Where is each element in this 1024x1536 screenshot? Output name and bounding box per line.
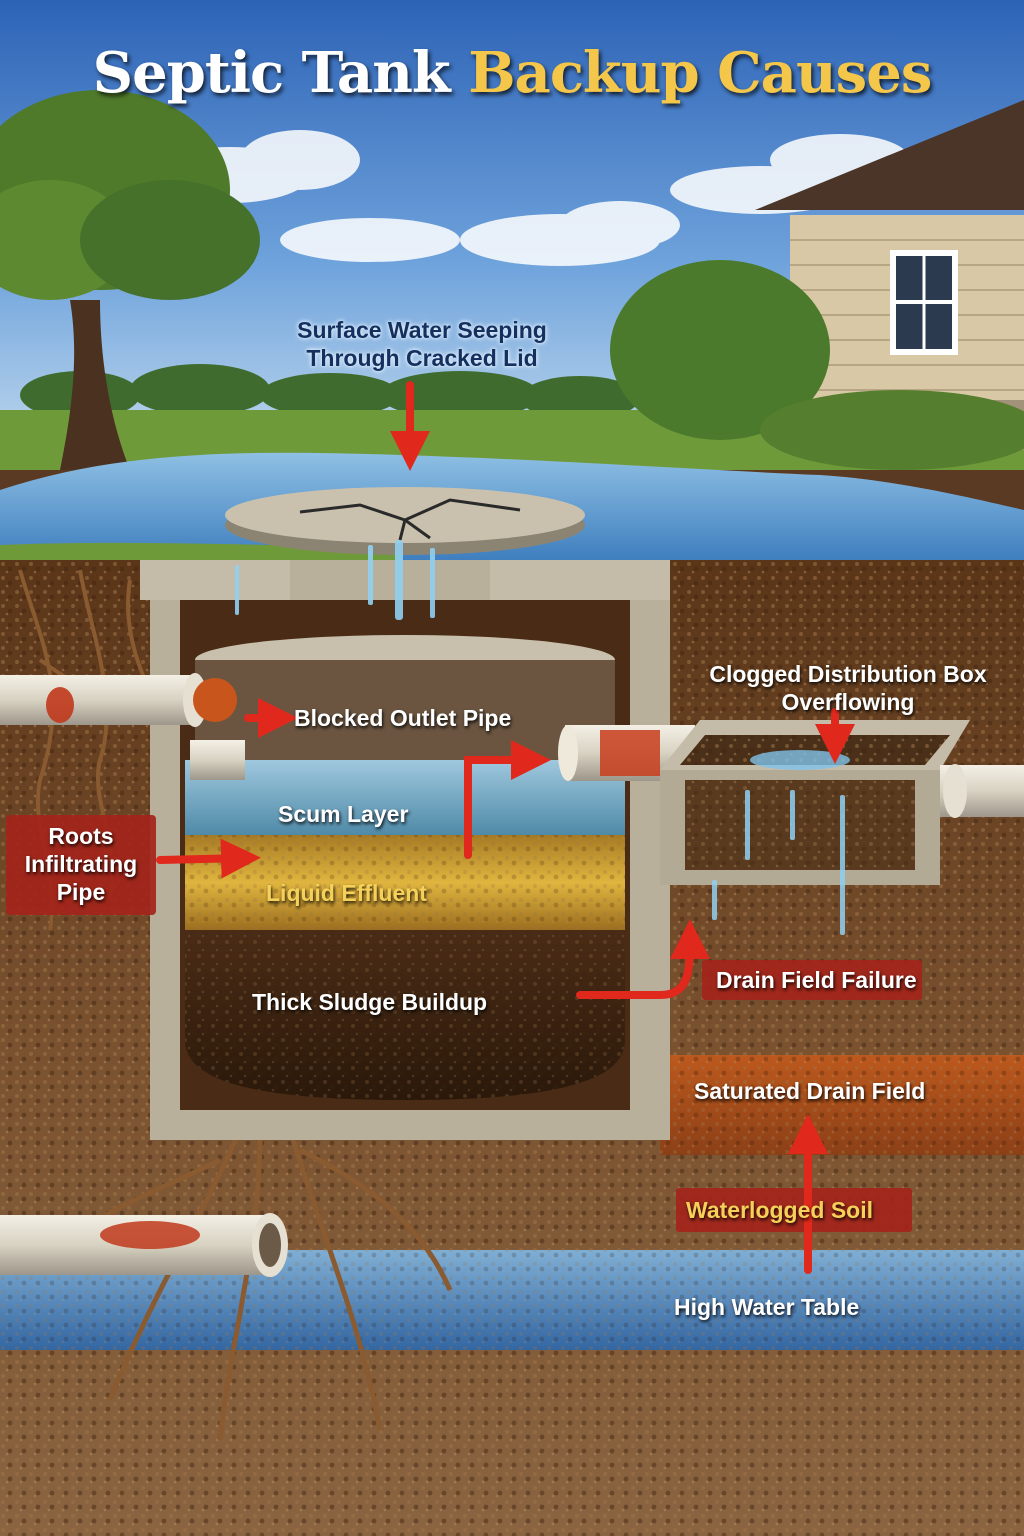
root-clogged-pipe (0, 1213, 288, 1277)
roots-label-box (6, 815, 156, 915)
label-distribution-box-line1: Clogged Distribution Box (709, 661, 987, 687)
inner-inlet (190, 740, 245, 780)
blocked-outlet-pipe (0, 673, 237, 727)
scum-layer-water (185, 760, 625, 835)
label-surface-water-line2: Through Cracked Lid (306, 345, 538, 371)
label-roots-line2: Infiltrating (24, 851, 138, 877)
page-title: Septic Tank Backup Causes (0, 40, 1024, 106)
dbox-drips (712, 790, 845, 935)
label-thick-sludge: Thick Sludge Buildup (252, 989, 488, 1015)
water-drips (235, 540, 435, 620)
arrow-effluent-flow (464, 740, 551, 859)
label-roots-line3: Pipe (56, 879, 106, 905)
label-roots-line1: Roots (48, 823, 114, 849)
arrow-drain-field (576, 919, 710, 999)
dbox-inlet-pipe (558, 725, 695, 781)
arrow-roots (156, 838, 261, 879)
bushes (610, 260, 830, 440)
label-surface-water-line1: Surface Water Seeping (297, 317, 547, 343)
label-waterlogged-soil: Waterlogged Soil (686, 1197, 873, 1223)
oak-tree (0, 90, 260, 470)
label-distribution-box: Clogged Distribution Box Overflowing (700, 660, 996, 716)
label-distribution-box-line2: Overflowing (781, 689, 915, 715)
label-high-water-table: High Water Table (674, 1294, 860, 1320)
title-part-2: Backup Causes (468, 40, 932, 106)
label-roots: Roots Infiltrating Pipe (10, 822, 152, 906)
label-liquid-effluent: Liquid Effluent (266, 880, 427, 906)
cracked-lid (225, 487, 585, 555)
label-surface-water: Surface Water Seeping Through Cracked Li… (262, 316, 582, 372)
distribution-box (660, 720, 970, 885)
waterlogged-soil-box (676, 1188, 912, 1232)
label-scum-layer: Scum Layer (278, 801, 409, 827)
label-blocked-outlet: Blocked Outlet Pipe (294, 705, 512, 731)
tank-interior (185, 635, 625, 1100)
dbox-outlet-pipe (940, 764, 1024, 818)
title-part-1: Septic Tank (92, 40, 451, 106)
arrows (156, 381, 855, 1274)
label-drain-field-failure: Drain Field Failure (716, 967, 917, 993)
label-saturated-drain-field: Saturated Drain Field (694, 1078, 926, 1104)
hedge (760, 390, 1024, 470)
drain-field-failure-box (702, 960, 922, 1000)
